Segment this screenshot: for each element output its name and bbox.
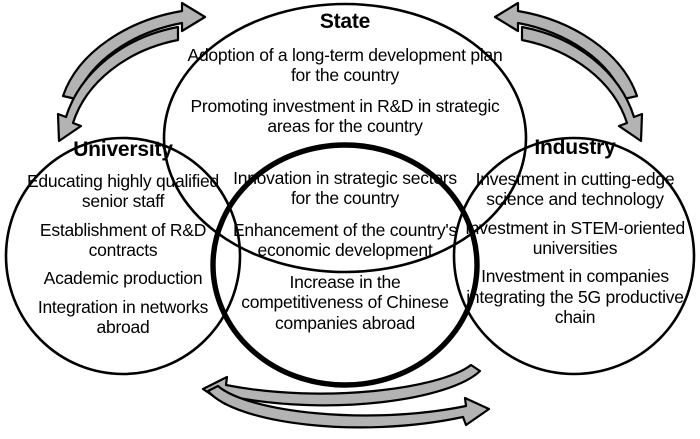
node-university-item-2: Establishment of R&D contracts: [39, 219, 207, 260]
node-industry-item-3: Investment in companies integrating the …: [466, 266, 684, 328]
arrow-state-to-university: [56, 25, 180, 143]
node-university-item-1: Educating highly qualified senior staff: [27, 170, 219, 212]
node-state: State Adoption of a long-term developmen…: [176, 10, 514, 136]
circle-center-outcomes: [210, 142, 480, 388]
arrow-university-to-industry: [206, 384, 491, 429]
node-industry-item-1: Investment in cutting-edge science and t…: [475, 168, 675, 210]
node-industry-item-2: Investment in STEM-oriented universities: [465, 217, 685, 258]
node-university-item-4: Integration in networks abroad: [37, 296, 209, 338]
circle-state: [162, 2, 528, 274]
node-state-item-1: Adoption of a long-term development plan…: [187, 44, 503, 86]
node-university: University Educating highly qualified se…: [18, 138, 228, 338]
node-state-title: State: [319, 10, 371, 33]
circle-industry: [452, 136, 696, 376]
node-industry-title: Industry: [534, 136, 616, 159]
node-center-item-2: Enhancement of the country's economic de…: [233, 219, 457, 261]
connector-state-university: [56, 1, 207, 143]
node-university-title: University: [73, 138, 173, 161]
node-center-outcomes: Innovation in strategic sectors for the …: [227, 168, 463, 333]
node-industry: Industry Investment in cutting-edge scie…: [464, 136, 686, 328]
circle-university: [4, 136, 242, 376]
node-university-item-3: Academic production: [43, 268, 203, 289]
connector-state-industry: [493, 1, 644, 143]
node-center-item-3: Increase in the competitiveness of Chine…: [241, 271, 449, 333]
connector-university-industry: [201, 363, 491, 429]
node-center-item-1: Innovation in strategic sectors for the …: [233, 168, 457, 209]
arrow-state-to-industry: [520, 25, 644, 143]
arrow-industry-to-university: [201, 363, 482, 407]
node-state-item-2: Promoting investment in R&D in strategic…: [190, 95, 500, 136]
